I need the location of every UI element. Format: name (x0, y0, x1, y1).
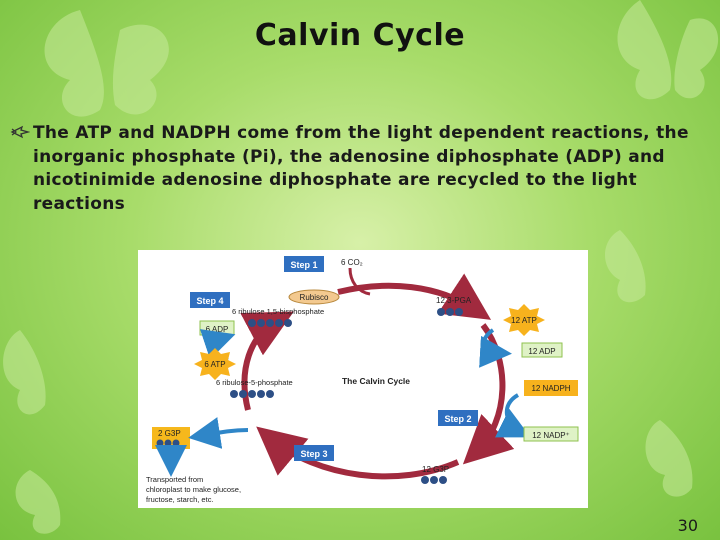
atp-12-label: 12 ATP (511, 316, 537, 325)
nadp-12-box (523, 426, 579, 442)
step-2-box (438, 410, 478, 426)
adp-6-label: 6 ADP (206, 325, 229, 334)
step-4-box (190, 292, 230, 308)
pga-label: 12 3-PGA (436, 296, 472, 305)
cycle-arrow-right (462, 323, 515, 465)
nadph-nadp-arrow (494, 393, 531, 438)
co2-arrow (348, 267, 371, 296)
page-number: 30 (677, 516, 698, 535)
ribulose-bisphosphate-label: 6 ribulose 1,5-bisphosphate (232, 307, 324, 316)
co2-label: 6 CO₂ (341, 258, 363, 267)
cycle-arrow-bottom (256, 426, 460, 480)
pga-molecules (437, 308, 463, 316)
step-3-label: Step 3 (300, 449, 327, 459)
diagram-canvas: Step 1 Step 4 Step 2 Step 3 6 CO₂ Rubisc… (146, 256, 579, 504)
step-1-label: Step 1 (290, 260, 317, 270)
arrow-bullet-icon (10, 125, 30, 139)
ribulose-5-phosphate-molecules (230, 390, 274, 398)
g3p-12-label: 12 G3P (422, 465, 449, 474)
g3p-2-molecules (156, 439, 180, 447)
calvin-cycle-center-label: The Calvin Cycle (342, 376, 410, 386)
atp-6-star (194, 348, 236, 380)
nadph-12-box (524, 380, 578, 396)
slide-title: Calvin Cycle (254, 18, 466, 53)
nadph-12-label: 12 NADPH (531, 384, 570, 393)
rubisco-oval (288, 289, 340, 305)
atp-12-star (503, 304, 545, 336)
transport-text-2: chloroplast to make glucose, (146, 485, 241, 494)
rubisco-label: Rubisco (300, 293, 329, 302)
atp-6-label: 6 ATP (204, 360, 225, 369)
adp-12-box (521, 342, 563, 358)
bullet-text: The ATP and NADPH come from the light de… (33, 123, 689, 214)
step-1-box (284, 256, 324, 272)
adp-12-label: 12 ADP (528, 347, 555, 356)
g3p-out-arrow (188, 417, 249, 449)
cycle-arrow-top (337, 273, 492, 320)
step-4-label: Step 4 (196, 296, 223, 306)
ribulose-5-phosphate-label: 6 ribulose-5-phosphate (216, 378, 293, 387)
ribulose-bisphosphate-molecules (248, 319, 292, 327)
step-3-box (294, 445, 334, 461)
transport-text-3: fructose, starch, etc. (146, 495, 214, 504)
transport-text-1: Transported from (146, 475, 203, 484)
nadp-12-label: 12 NADP⁺ (532, 431, 570, 440)
g3p-2-label: 2 G3P (158, 429, 181, 438)
g3p-12-molecules (421, 476, 447, 484)
atp-adp-arrow (479, 328, 512, 368)
calvin-cycle-diagram: Step 1 Step 4 Step 2 Step 3 6 CO₂ Rubisc… (138, 250, 588, 508)
step-2-label: Step 2 (444, 414, 471, 424)
